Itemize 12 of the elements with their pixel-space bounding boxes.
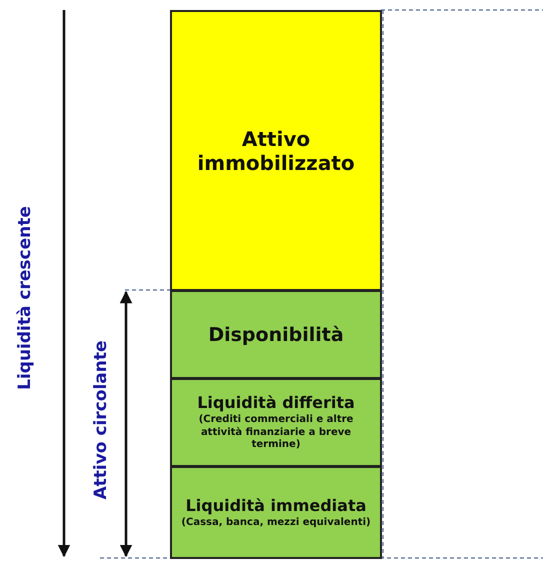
block-title: Disponibilità xyxy=(207,324,345,346)
block-description: (Crediti commerciali e altre attività finanziarie a breve termine) xyxy=(198,414,354,452)
current-asset-block xyxy=(170,290,382,379)
axis-label: Attivo circolante xyxy=(91,340,111,500)
axis-label: Liquidità crescente xyxy=(15,206,35,390)
asset-block xyxy=(170,10,382,291)
block-title: Liquidità differita xyxy=(196,393,356,412)
block-title: Liquidità immediata xyxy=(184,496,368,515)
block-description: (Cassa, banca, mezzi equivalenti) xyxy=(180,516,372,530)
block-title: Attivo immobilizzato xyxy=(196,126,356,174)
current-asset-block xyxy=(170,466,382,559)
current-asset-block xyxy=(170,378,382,467)
